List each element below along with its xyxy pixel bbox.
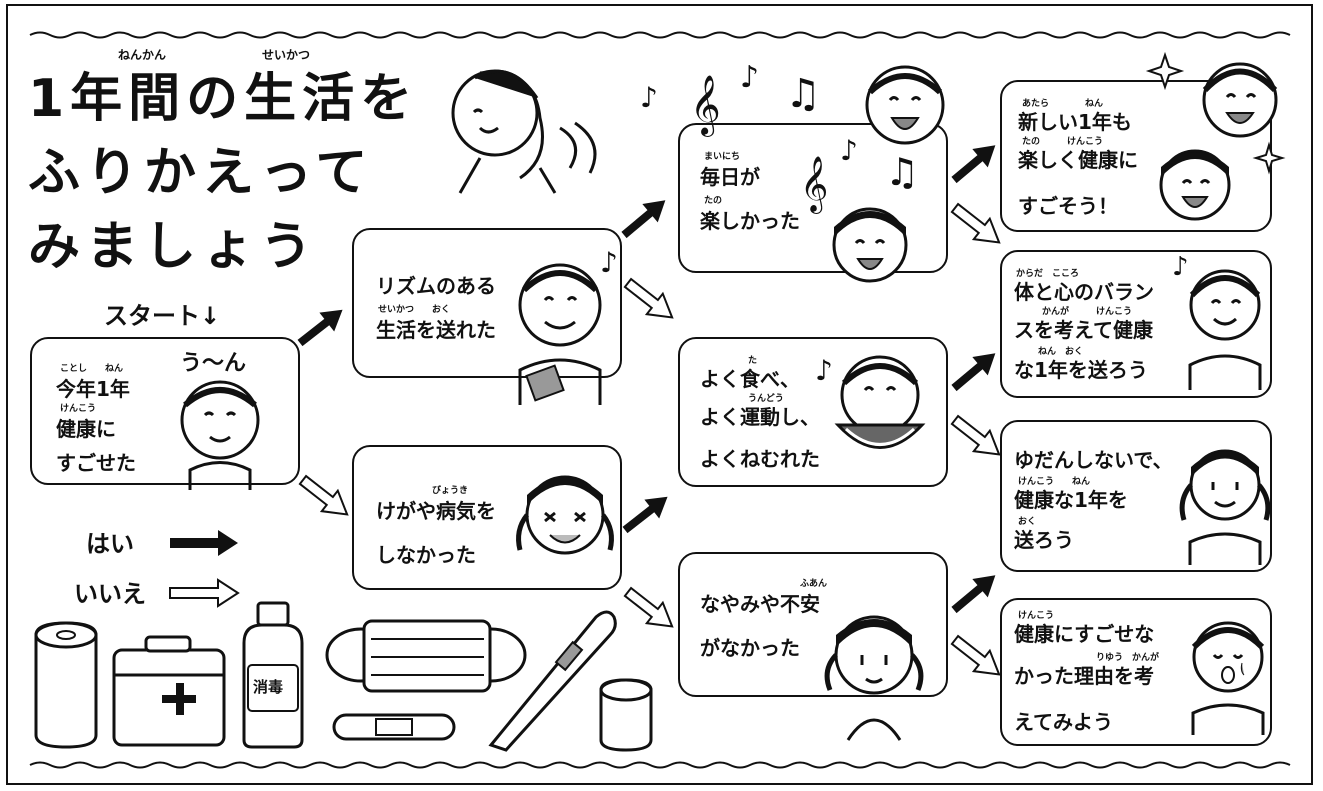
fun-line-1: 毎日が — [700, 165, 760, 189]
title-line-2: ふりかえって — [28, 143, 374, 203]
svg-text:𝄞: 𝄞 — [690, 75, 721, 137]
title-ruby-seikatsu: せいかつ — [262, 48, 311, 62]
worry-ruby-1: ふあん — [800, 579, 828, 589]
title-ruby-nenkan: ねんかん — [118, 48, 167, 62]
disinfectant-label: 消毒 — [253, 678, 284, 696]
start-ruby-2: けんこう — [60, 404, 97, 414]
r4-line-2: かった理由を考 — [1014, 664, 1154, 688]
rhythm-box: リズムのある せいかつ おく 生活を送れた — [352, 228, 622, 378]
r4-ruby-1: けんこう — [1018, 611, 1055, 621]
rhythm-ruby-2: せいかつ おく — [378, 305, 451, 315]
title-line-3: みましょう — [28, 217, 319, 277]
r4-ruby-2: りゆう かんが — [1096, 653, 1160, 663]
toilet-paper-icon — [34, 621, 98, 749]
r2-ruby-3: ねん おく — [1038, 347, 1084, 357]
fun-ruby-2: たの — [704, 196, 723, 206]
boy-smiling-icon: ♪ — [1172, 252, 1262, 390]
r3-line-2: 健康な1年を — [1014, 488, 1128, 512]
r4-line-3: えてみよう — [1014, 710, 1113, 734]
r2-line-1: 体と心のバラン — [1014, 280, 1154, 304]
r2-line-3: な1年を送ろう — [1014, 358, 1148, 382]
start-line-1: 今年1年 — [56, 377, 130, 401]
fun-ruby-1: まいにち — [704, 152, 741, 162]
girl-singing-icon — [832, 207, 908, 283]
svg-text:♪: ♪ — [840, 134, 858, 167]
result-box-3: ゆだんしないで、 けんこう ねん 健康な1年を おく 送ろう — [1000, 420, 1272, 572]
start-ruby-1: ことし ねん — [60, 364, 124, 374]
girl-sick-icon — [516, 475, 614, 555]
illness-line-2: しなかった — [376, 543, 476, 567]
illness-ruby-1: びょうき — [432, 486, 469, 496]
r1-ruby-2: たの けんこう — [1022, 137, 1104, 147]
boy-eating-watermelon-icon: ♪ — [815, 354, 926, 449]
first-aid-kit-icon — [112, 635, 226, 747]
svg-text:♪: ♪ — [1172, 252, 1189, 282]
legend-no-arrow-icon — [169, 578, 240, 608]
svg-text:♫: ♫ — [785, 71, 821, 117]
svg-text:♪: ♪ — [815, 354, 833, 387]
svg-text:♪: ♪ — [600, 246, 618, 279]
eat-line-2: よく運動し、 — [700, 405, 820, 429]
r2-ruby-1: からだ こころ — [1016, 269, 1080, 279]
tissue-roll-icon — [599, 678, 653, 752]
bottom-wave-border — [29, 761, 1291, 769]
r3-line-3: 送ろう — [1014, 528, 1074, 552]
eat-ruby-1: た — [748, 356, 758, 366]
page-title: 1年間の生活を ふりかえって みましょう — [28, 62, 418, 284]
worry-line-2: がなかった — [700, 636, 800, 660]
illness-line-1: けがや病気を — [376, 499, 496, 523]
svg-text:♫: ♫ — [885, 150, 919, 194]
svg-text:♪: ♪ — [640, 81, 658, 114]
thinking-text: う〜ん — [180, 351, 247, 376]
rhythm-line-2: 生活を送れた — [376, 318, 496, 342]
start-line-3: すごせた — [56, 451, 136, 475]
eat-line-1: よく食べ、 — [700, 367, 800, 391]
svg-text:𝄞: 𝄞 — [800, 156, 828, 214]
r3-line-1: ゆだんしないで、 — [1014, 448, 1173, 472]
page-frame — [6, 4, 1313, 785]
legend-yes-label: はい — [86, 530, 134, 558]
legend-yes-arrow-icon — [170, 530, 238, 556]
boy-brushing-teeth-icon: ♪ — [518, 246, 618, 405]
start-label: スタート↓ — [104, 302, 221, 330]
girl-smiling-icon — [1179, 449, 1271, 565]
thermometer-icon — [488, 610, 617, 752]
health-supplies — [34, 601, 653, 752]
boy-singing-icon — [865, 65, 945, 145]
worry-line-1: なやみや不安 — [700, 592, 820, 616]
smiling-boy-and-girl-icon — [1145, 51, 1286, 221]
legend-no-label: いいえ — [74, 580, 146, 608]
r1-line-3: すごそう！ — [1018, 194, 1118, 218]
music-notes-icon: ♪ 𝄞 ♪ ♫ — [640, 60, 821, 137]
bandage-icon — [332, 713, 456, 741]
title-line-1: 1年間の生活を — [28, 69, 419, 129]
r3-ruby-2: けんこう ねん — [1018, 477, 1091, 487]
svg-text:♪: ♪ — [740, 60, 759, 95]
boy-thinking-icon — [180, 380, 260, 490]
eat-ruby-2: うんどう — [748, 394, 784, 404]
r2-line-2: スを考えて健康 — [1014, 318, 1153, 342]
girl-turning-icon — [451, 69, 597, 194]
face-mask-icon — [325, 619, 527, 693]
fun-line-2: 楽しかった — [700, 209, 800, 233]
r1-ruby-1: あたら ねん — [1022, 99, 1104, 109]
r1-line-2: 楽しく健康に — [1018, 148, 1138, 172]
top-wave-border — [29, 31, 1291, 39]
r4-line-1: 健康にすごせな — [1014, 622, 1155, 646]
music-notes-2-icon: 𝄞 ♪ ♫ — [800, 134, 919, 214]
boy-crying-icon — [1191, 621, 1265, 735]
rhythm-line-1: リズムのある — [376, 274, 496, 298]
girl-calm-icon — [824, 615, 924, 741]
eat-line-3: よくねむれた — [700, 447, 820, 471]
disinfectant-bottle-icon — [242, 601, 304, 749]
r2-ruby-2: かんが けんこう — [1042, 307, 1133, 317]
start-line-2: 健康に — [56, 417, 116, 441]
r3-ruby-3: おく — [1018, 517, 1037, 527]
r1-line-1: 新しい1年も — [1018, 110, 1132, 134]
